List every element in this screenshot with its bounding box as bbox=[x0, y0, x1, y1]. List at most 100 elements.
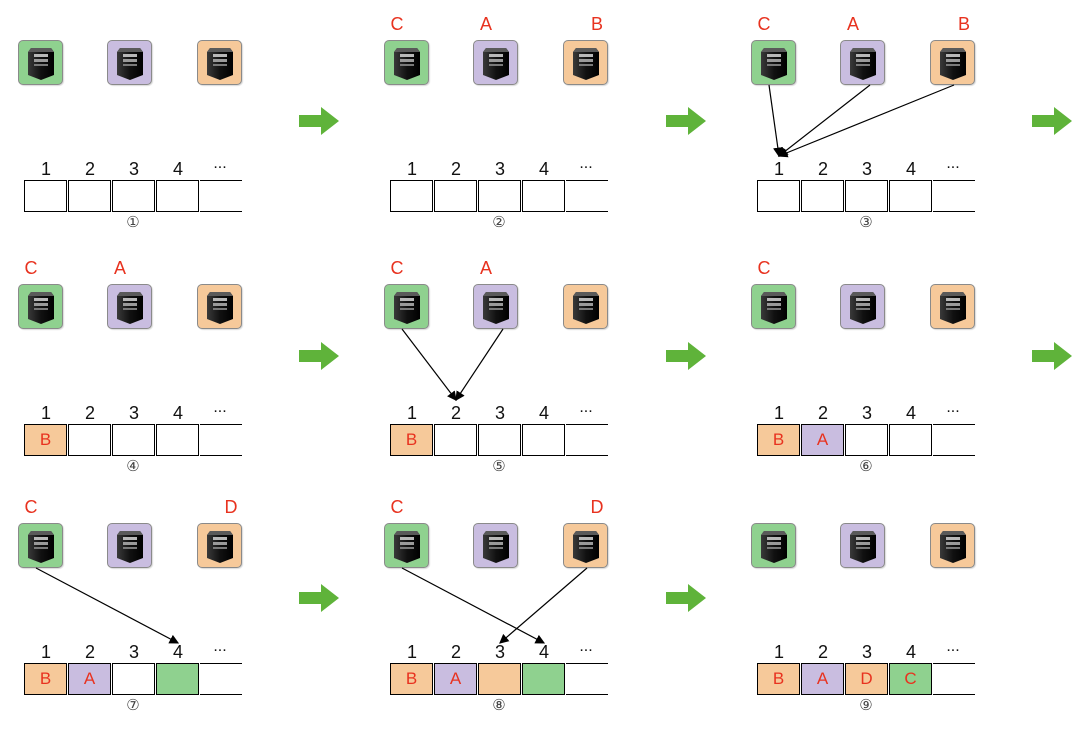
server-purple bbox=[473, 523, 518, 568]
log-open-edge bbox=[566, 694, 608, 695]
column-header: 1 bbox=[40, 403, 51, 423]
column-header: 3 bbox=[494, 403, 505, 423]
log-slot-3 bbox=[478, 424, 521, 456]
log-slot-1: B bbox=[390, 424, 433, 456]
right-arrow-icon bbox=[1030, 106, 1074, 141]
pointer-arrow-purple bbox=[778, 84, 871, 157]
column-header: 4 bbox=[905, 159, 916, 179]
log-slot-1: B bbox=[24, 424, 67, 456]
log-open-edge bbox=[566, 663, 608, 664]
server-orange bbox=[930, 40, 975, 85]
log-slot-3: D bbox=[845, 663, 888, 695]
column-header: 2 bbox=[817, 642, 828, 662]
log-slot-1 bbox=[390, 180, 433, 212]
server-orange bbox=[563, 40, 608, 85]
column-header: 3 bbox=[128, 642, 139, 662]
server-orange bbox=[563, 523, 608, 568]
server-purple bbox=[840, 523, 885, 568]
column-header: 1 bbox=[773, 403, 784, 423]
pointer-arrow-green bbox=[401, 328, 457, 401]
column-header: ... bbox=[579, 638, 593, 655]
log-slot-4 bbox=[522, 180, 565, 212]
log-slot-2 bbox=[434, 180, 477, 212]
right-arrow-icon bbox=[664, 341, 708, 376]
column-header: 4 bbox=[172, 403, 183, 423]
column-header: 4 bbox=[538, 403, 549, 423]
log-slot-2 bbox=[68, 424, 111, 456]
log-slot-4 bbox=[522, 663, 565, 695]
server-green bbox=[18, 284, 63, 329]
column-header: 1 bbox=[40, 642, 51, 662]
step-number: ⑥ bbox=[859, 458, 873, 475]
column-header: 2 bbox=[450, 403, 461, 423]
log-slot-2 bbox=[68, 180, 111, 212]
pointer-arrow-orange bbox=[499, 567, 588, 644]
server-green bbox=[18, 523, 63, 568]
step-number: ② bbox=[492, 214, 506, 231]
log-slot-2 bbox=[801, 180, 844, 212]
server-label-orange: B bbox=[590, 14, 603, 34]
log-slot-3 bbox=[112, 663, 155, 695]
step-number: ⑦ bbox=[126, 697, 140, 714]
server-orange bbox=[930, 284, 975, 329]
log-open-edge bbox=[933, 424, 975, 425]
column-header: 3 bbox=[128, 159, 139, 179]
log-open-edge bbox=[200, 663, 242, 664]
server-label-orange: D bbox=[590, 497, 604, 517]
server-green bbox=[384, 40, 429, 85]
pointer-arrow-green bbox=[768, 84, 783, 158]
server-green bbox=[751, 40, 796, 85]
log-open-edge bbox=[200, 424, 242, 425]
step-number: ⑤ bbox=[492, 458, 506, 475]
server-purple bbox=[107, 523, 152, 568]
step-number: ③ bbox=[859, 214, 873, 231]
log-slot-1: B bbox=[757, 424, 800, 456]
column-header: 3 bbox=[494, 642, 505, 662]
column-header: ... bbox=[213, 399, 227, 416]
column-header: 2 bbox=[84, 159, 95, 179]
log-open-edge bbox=[566, 180, 608, 181]
server-label-orange: D bbox=[224, 497, 238, 517]
log-open-edge bbox=[566, 211, 608, 212]
column-header: 1 bbox=[40, 159, 51, 179]
column-header: 3 bbox=[861, 642, 872, 662]
server-label-purple: A bbox=[113, 258, 126, 278]
column-header: 1 bbox=[406, 403, 417, 423]
server-label-green: C bbox=[24, 497, 38, 517]
pointer-arrow-orange bbox=[777, 84, 955, 158]
server-orange bbox=[197, 284, 242, 329]
server-label-green: C bbox=[390, 497, 404, 517]
server-label-green: C bbox=[24, 258, 38, 278]
column-header: 3 bbox=[861, 159, 872, 179]
log-slot-1: B bbox=[24, 663, 67, 695]
log-open-edge bbox=[933, 211, 975, 212]
column-header: 2 bbox=[450, 642, 461, 662]
right-arrow-icon bbox=[297, 106, 341, 141]
server-label-purple: A bbox=[479, 14, 492, 34]
server-label-purple: A bbox=[479, 258, 492, 278]
column-header: 2 bbox=[84, 642, 95, 662]
right-arrow-icon bbox=[297, 583, 341, 618]
server-purple bbox=[840, 40, 885, 85]
log-slot-3 bbox=[478, 180, 521, 212]
column-header: 3 bbox=[494, 159, 505, 179]
log-open-edge bbox=[200, 455, 242, 456]
server-label-green: C bbox=[757, 14, 771, 34]
column-header: ... bbox=[579, 155, 593, 172]
server-purple bbox=[473, 40, 518, 85]
log-slot-3 bbox=[845, 180, 888, 212]
log-slot-1 bbox=[757, 180, 800, 212]
log-slot-2: A bbox=[801, 663, 844, 695]
server-label-orange: B bbox=[957, 14, 970, 34]
step-number: ⑧ bbox=[492, 697, 506, 714]
log-slot-2: A bbox=[68, 663, 111, 695]
log-slot-1: B bbox=[390, 663, 433, 695]
column-header: 4 bbox=[905, 403, 916, 423]
log-slot-2: A bbox=[801, 424, 844, 456]
